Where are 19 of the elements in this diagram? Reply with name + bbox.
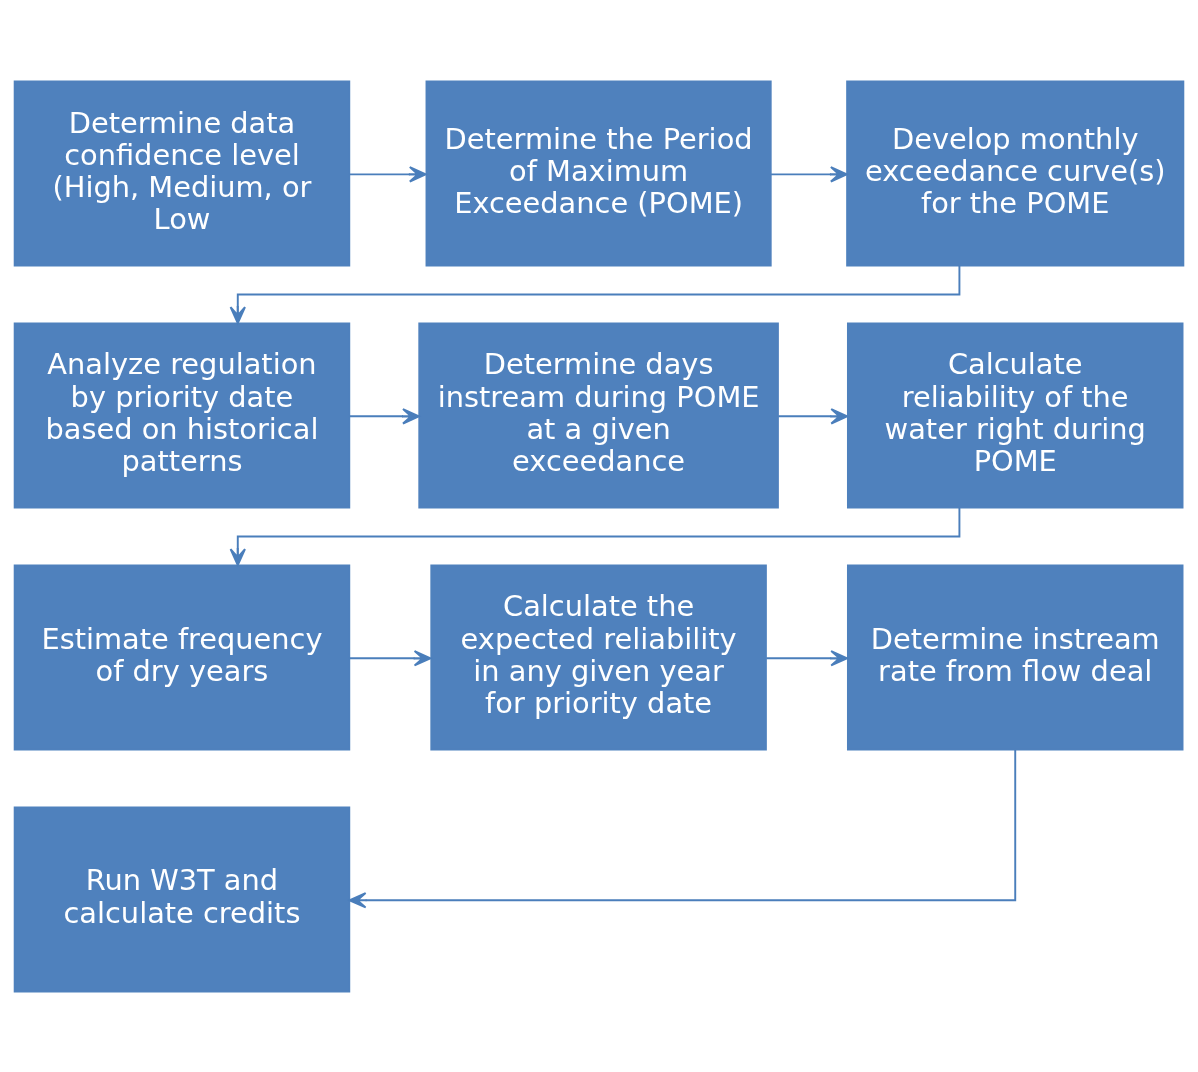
arrow bbox=[348, 165, 427, 182]
arrow bbox=[348, 748, 1017, 908]
arrow bbox=[348, 649, 432, 666]
node-box: Determine instream rate from flow deal bbox=[847, 564, 1184, 750]
arrow bbox=[229, 506, 961, 566]
node-box: Determine the Period of Maximum Exceedance (POME) bbox=[425, 80, 772, 266]
arrow bbox=[229, 264, 961, 324]
node-box: Determine data confidence level (High, Medium, or Low bbox=[13, 80, 351, 266]
node-box: Analyze regulation by priority date based on historical patterns bbox=[13, 322, 351, 508]
arrow bbox=[770, 165, 848, 182]
node-box: Estimate frequency of dry years bbox=[13, 564, 351, 750]
arrow bbox=[348, 407, 420, 424]
node-box: Calculate the expected reliability in any given year for priority date bbox=[430, 564, 767, 750]
arrow bbox=[777, 407, 849, 424]
node-box: Develop monthly exceedance curve(s) for the POME bbox=[846, 80, 1185, 266]
node-box: Determine days instream during POME at a given exceedance bbox=[418, 322, 779, 508]
arrow bbox=[765, 649, 849, 666]
node-box: Calculate reliability of the water right during POME bbox=[847, 322, 1184, 508]
node-box: Run W3T and calculate credits bbox=[13, 806, 351, 992]
